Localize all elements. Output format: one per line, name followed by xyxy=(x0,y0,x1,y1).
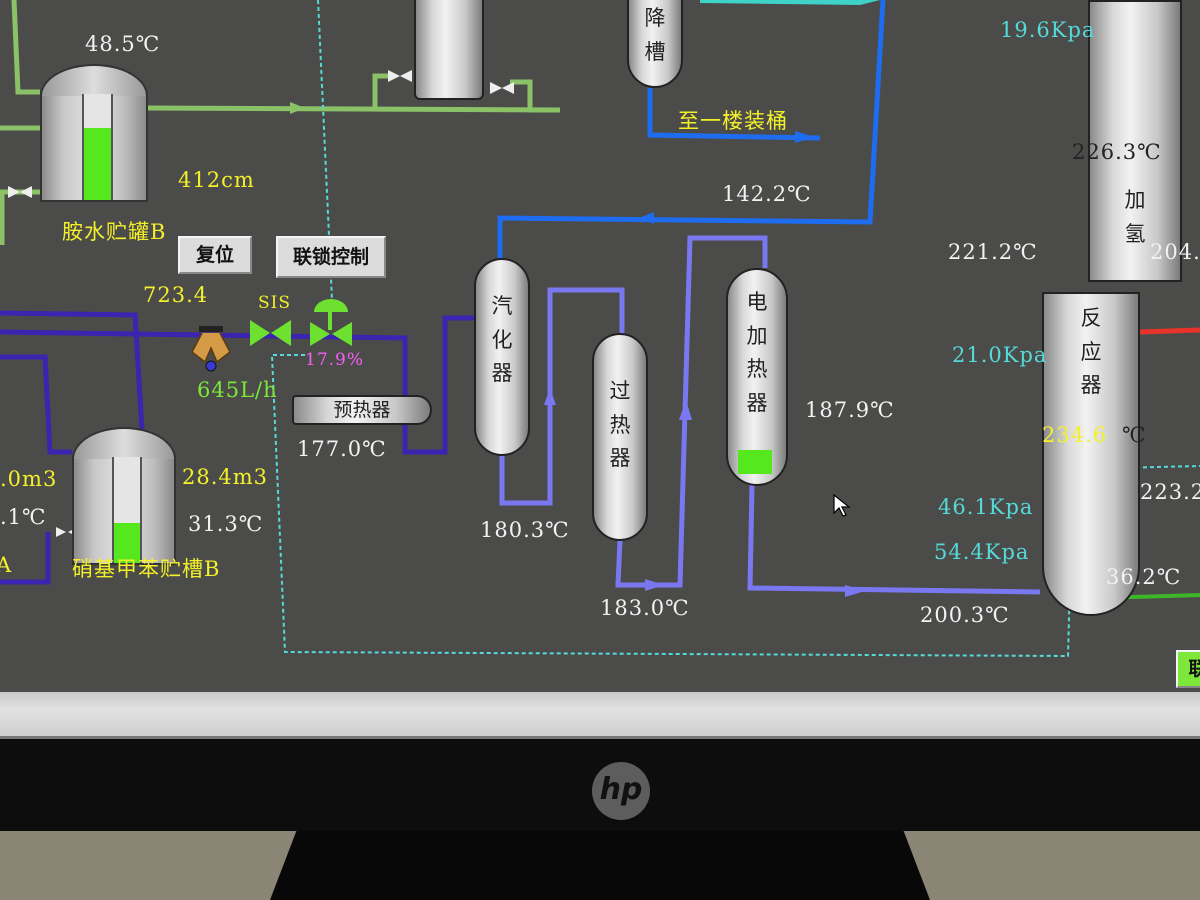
reactor-lower[interactable]: 反应器 xyxy=(1042,292,1140,616)
reactor-right-lower-temperature: 223.2 xyxy=(1140,480,1200,504)
reactor-top-pressure: 19.6Kpa xyxy=(1000,18,1096,42)
flow-arrow xyxy=(795,131,815,143)
vessel-label: 过 xyxy=(609,379,631,403)
hp-logo: hp xyxy=(592,762,650,820)
reactor-bottom-right-temperature: 36.2℃ xyxy=(1106,565,1182,589)
vessel-label: 电 xyxy=(746,290,768,314)
vessel-label: 加 xyxy=(746,323,768,348)
level-fill xyxy=(83,127,111,200)
amine-tank-temperature: 48.5℃ xyxy=(85,32,161,56)
heater-temperature: 187.9℃ xyxy=(805,398,895,422)
preheater-label: 预热器 xyxy=(333,399,391,421)
vessel-label: 降 xyxy=(644,6,666,30)
flow-arrow xyxy=(845,585,865,597)
pipe-green xyxy=(11,0,40,95)
reactor-pressure-3: 46.1Kpa xyxy=(938,495,1034,519)
pipe-green xyxy=(372,73,395,108)
vessel-label: 器 xyxy=(746,390,768,415)
flow-arrow xyxy=(639,212,654,224)
control-valve-icon[interactable] xyxy=(310,299,352,346)
vessel-label: 器 xyxy=(1080,373,1102,398)
reactor-left-upper-temperature: 221.2℃ xyxy=(948,240,1038,264)
vessel-label: 器 xyxy=(491,361,513,386)
heater-indicator xyxy=(738,450,772,474)
reactor-mid-pressure: 21.0Kpa xyxy=(952,343,1048,367)
monitor-stand xyxy=(270,831,930,900)
vessel-label: 化 xyxy=(491,327,513,352)
nitrotoluene-tank-name: 硝基甲苯贮槽B xyxy=(72,557,221,581)
interlock-button-edge[interactable]: 联 xyxy=(1176,650,1200,688)
mouse-cursor-icon xyxy=(833,494,851,517)
process-pipes xyxy=(0,0,1200,658)
reset-button[interactable]: 复位 xyxy=(178,236,252,274)
pipe-green xyxy=(141,79,561,113)
nitrotoluene-tank[interactable] xyxy=(72,427,176,565)
vessel-label: 热 xyxy=(746,357,768,382)
level-gauge xyxy=(81,94,113,200)
flow-arrow xyxy=(544,388,556,405)
level-gauge xyxy=(112,457,142,563)
vessel-label: 汽 xyxy=(491,294,513,318)
reactor-upper-temperature: 226.3℃ xyxy=(1072,140,1162,164)
feed-value: 723.4 xyxy=(143,283,209,307)
vessel-label: 器 xyxy=(609,446,631,471)
vessel-label: 氢 xyxy=(1124,221,1146,246)
superheater[interactable]: 过热器 xyxy=(592,333,648,541)
superheater-temperature: 183.0℃ xyxy=(600,596,690,620)
vaporizer-temperature: 180.3℃ xyxy=(480,518,570,542)
vaporizer[interactable]: 汽化器 xyxy=(474,258,530,456)
settling-tank[interactable]: 降槽 xyxy=(627,0,683,88)
tank-a-volume: .0m3 xyxy=(0,467,58,491)
flow-arrow xyxy=(645,579,664,591)
electric-heater[interactable]: 电加热器 xyxy=(726,268,788,486)
reactor-bed-temperature: 234.6 xyxy=(1042,423,1108,447)
to-first-floor-label: 至一楼装桶 xyxy=(678,109,788,133)
scada-screen: 降槽 预热器 汽化器 过热器 电加热器 加氢 反应器 复位 联锁控制 联 48.… xyxy=(0,0,1200,692)
preheater-temperature: 177.0℃ xyxy=(297,437,387,461)
reactor-upper[interactable]: 加氢 xyxy=(1088,0,1182,282)
amine-tank-level: 412cm xyxy=(178,168,255,192)
valve-opening: 17.9% xyxy=(305,350,365,370)
vessel-label: 槽 xyxy=(644,39,666,64)
nitrotoluene-temperature: 31.3℃ xyxy=(188,512,264,536)
feed-flow: 645L/h xyxy=(197,378,278,402)
sis-valve-icon[interactable] xyxy=(250,320,291,346)
level-fill xyxy=(114,522,140,563)
interlock-control-button[interactable]: 联锁控制 xyxy=(276,236,386,278)
amine-tank[interactable] xyxy=(40,64,148,202)
flowmeter-icon xyxy=(191,326,231,372)
flow-arrow xyxy=(290,102,305,114)
tank-a-temperature: .1℃ xyxy=(0,505,47,529)
flow-arrow xyxy=(679,400,692,420)
vessel-label: 热 xyxy=(609,412,631,437)
reactor-bed-temperature-unit: ℃ xyxy=(1122,423,1147,447)
sis-label: SIS xyxy=(258,293,292,313)
vessel-label: 反 xyxy=(1080,306,1102,330)
vessel-label: 加 xyxy=(1124,188,1146,212)
heater-outlet-temperature: 200.3℃ xyxy=(920,603,1010,627)
tank-a-name: A xyxy=(0,553,13,577)
reactor-pressure-4: 54.4Kpa xyxy=(934,540,1030,564)
nitrotoluene-volume: 28.4m3 xyxy=(182,465,269,489)
screen-bottom-strip xyxy=(0,692,1200,739)
vessel-label: 应 xyxy=(1080,339,1102,364)
amine-tank-name: 胺水贮罐B xyxy=(62,220,167,244)
tower-top xyxy=(414,0,484,100)
reactor-right-upper-temperature: 204. xyxy=(1150,240,1200,264)
pipe-red xyxy=(1139,327,1200,335)
preheater[interactable]: 预热器 xyxy=(292,395,432,425)
return-temperature: 142.2℃ xyxy=(722,182,812,206)
